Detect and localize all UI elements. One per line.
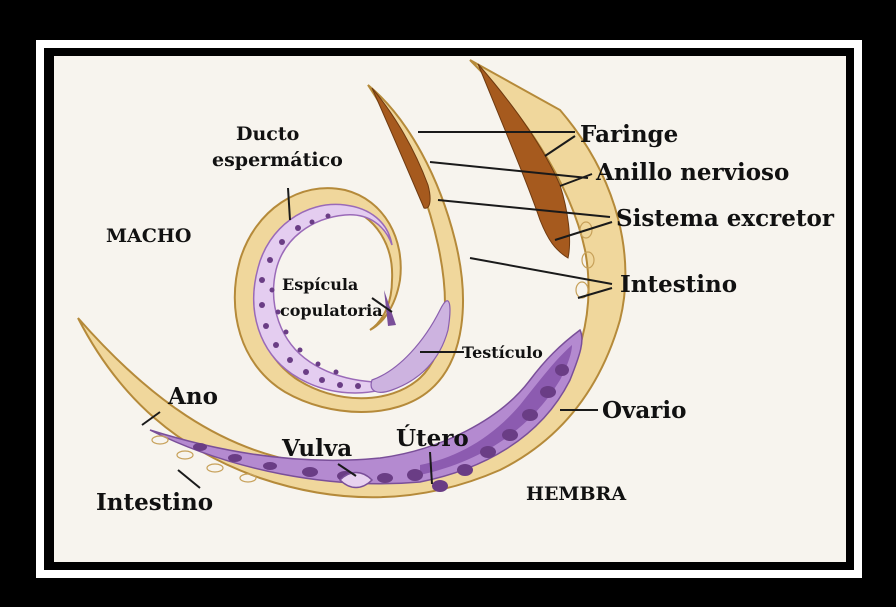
label-ducto-espermatico-2: espermático <box>212 149 343 171</box>
label-anillo-nervioso: Anillo nervioso <box>595 159 789 186</box>
label-intestino-left: Intestino <box>96 489 213 516</box>
label-sistema-excretor: Sistema excretor <box>616 205 835 232</box>
label-utero: Útero <box>396 425 469 452</box>
label-espicula-1: Espícula <box>282 275 358 294</box>
label-faringe: Faringe <box>580 121 678 148</box>
label-hembra: HEMBRA <box>526 483 626 505</box>
label-ducto-espermatico-1: Ducto <box>236 123 299 145</box>
label-intestino-right: Intestino <box>620 271 737 298</box>
label-espicula-2: copulatoria <box>280 301 383 320</box>
label-vulva: Vulva <box>281 435 352 462</box>
label-ano: Ano <box>167 383 218 410</box>
label-testiculo: Testículo <box>462 343 543 362</box>
label-macho: MACHO <box>106 225 191 247</box>
label-ovario: Ovario <box>602 397 687 424</box>
